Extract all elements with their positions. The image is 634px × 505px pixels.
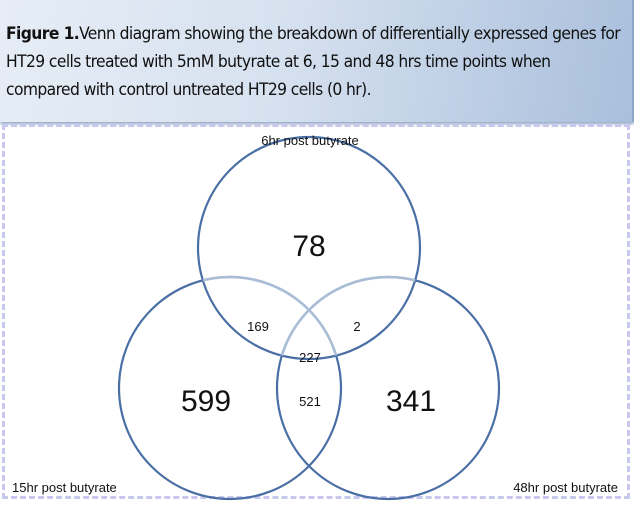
- caption-prefix: Figure 1.: [6, 24, 80, 44]
- region-6hr-48hr: 2: [353, 319, 360, 334]
- caption-text: Venn diagram showing the breakdown of di…: [6, 24, 621, 100]
- region-6hr-15hr: 169: [247, 319, 269, 334]
- region-15hr-only: 599: [181, 385, 231, 418]
- region-6hr-only: 78: [292, 230, 325, 263]
- figure-frame: [2, 124, 630, 499]
- set-label-15hr: 15hr post butyrate: [12, 480, 117, 495]
- circle-6hr: [196, 135, 422, 361]
- region-15hr-48hr: 521: [299, 394, 321, 409]
- region-48hr-only: 341: [386, 385, 436, 418]
- region-all: 227: [299, 350, 321, 365]
- set-label-6hr: 6hr post butyrate: [261, 133, 359, 148]
- figure-caption: Figure 1.Venn diagram showing the breakd…: [0, 0, 634, 122]
- set-label-48hr: 48hr post butyrate: [513, 480, 618, 495]
